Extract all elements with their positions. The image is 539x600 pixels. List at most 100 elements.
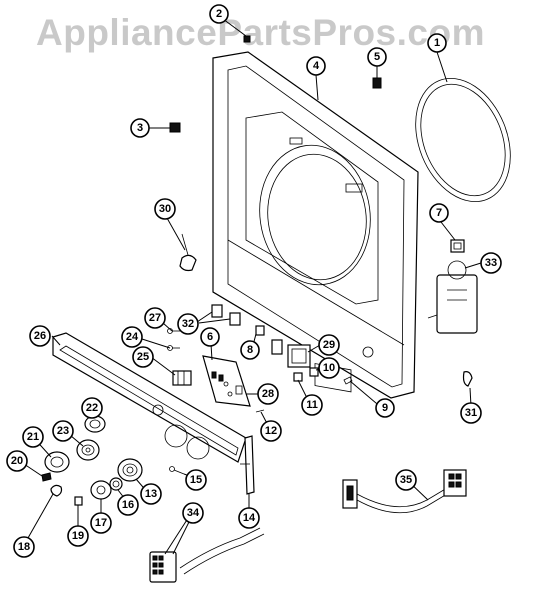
switch-25-drawing (172, 370, 192, 386)
callout-label: 25 (137, 351, 149, 363)
callout-label: 7 (436, 207, 442, 219)
callout-28[interactable]: 28 (257, 383, 279, 405)
console-26-drawing (52, 332, 247, 463)
callout-label: 32 (182, 318, 194, 330)
callout-22[interactable]: 22 (81, 397, 103, 419)
harness-35-drawing (342, 469, 467, 514)
board-6-drawing (202, 355, 251, 407)
screw-15-drawing (169, 466, 185, 475)
clip-19-drawing (74, 496, 83, 506)
callout-16[interactable]: 16 (117, 494, 139, 516)
callout-21[interactable]: 21 (22, 426, 44, 448)
callout-label: 6 (207, 331, 213, 343)
callout-12[interactable]: 12 (260, 420, 282, 442)
callout-6[interactable]: 6 (200, 327, 220, 347)
callout-label: 3 (137, 122, 143, 134)
callout-25[interactable]: 25 (132, 346, 154, 368)
callout-label: 20 (11, 455, 23, 467)
callout-17[interactable]: 17 (90, 512, 112, 534)
callout-27[interactable]: 27 (144, 307, 166, 329)
door-seal-ring-drawing (415, 78, 511, 202)
callout-label: 12 (265, 425, 277, 437)
callout-3[interactable]: 3 (130, 118, 150, 138)
callout-label: 29 (323, 339, 335, 351)
lamp-30-drawing (179, 233, 197, 272)
callout-label: 5 (374, 51, 380, 63)
clip-11-drawing (293, 372, 303, 382)
callout-8[interactable]: 8 (240, 340, 260, 360)
clip-5-drawing (372, 77, 382, 89)
callout-label: 1 (434, 37, 440, 49)
callout-1[interactable]: 1 (427, 33, 447, 53)
callout-label: 23 (57, 425, 69, 437)
callout-label: 27 (149, 312, 161, 324)
callout-label: 13 (145, 488, 157, 500)
knob-22-drawing (84, 415, 106, 433)
callout-15[interactable]: 15 (185, 469, 207, 491)
callouts: 2 1 4 5 3 30 7 33 27 32 26 24 6 8 25 29 … (6, 4, 502, 558)
callout-13[interactable]: 13 (140, 483, 162, 505)
callout-9[interactable]: 9 (375, 398, 395, 418)
callout-label: 10 (323, 362, 335, 374)
screw-2-drawing (243, 35, 251, 43)
cap-18-drawing (50, 484, 63, 497)
screw-9-drawing (343, 376, 353, 385)
knob-13-drawing (117, 458, 143, 482)
callout-label: 35 (400, 474, 412, 486)
callout-30[interactable]: 30 (154, 198, 176, 220)
button-32b-drawing (229, 312, 241, 326)
switch-7-drawing (450, 239, 465, 253)
callout-label: 33 (485, 257, 497, 269)
callout-18[interactable]: 18 (13, 536, 35, 558)
callout-label: 24 (126, 331, 139, 343)
callout-label: 9 (382, 402, 388, 414)
callout-11[interactable]: 11 (301, 394, 323, 416)
timer-33-drawing (427, 260, 478, 334)
callout-19[interactable]: 19 (67, 525, 89, 547)
part-drawings (41, 35, 511, 583)
callout-label: 28 (262, 388, 274, 400)
callout-label: 2 (216, 8, 222, 20)
callout-31[interactable]: 31 (460, 402, 482, 424)
callout-label: 31 (465, 407, 477, 419)
callout-2[interactable]: 2 (209, 4, 229, 24)
callout-32[interactable]: 32 (177, 313, 199, 335)
callout-10[interactable]: 10 (318, 357, 340, 379)
callout-33[interactable]: 33 (480, 252, 502, 274)
callout-34[interactable]: 34 (182, 502, 204, 524)
screw-12-drawing (255, 409, 265, 413)
clip-20-drawing (41, 472, 52, 482)
callout-26[interactable]: 26 (29, 325, 51, 347)
watermark-text: AppliancePartsPros.com (36, 12, 485, 53)
button-8-drawing (255, 325, 265, 336)
screw-24-drawing (167, 345, 180, 351)
callout-label: 18 (18, 541, 30, 553)
callout-label: 8 (247, 344, 253, 356)
switch-drawing (271, 339, 283, 355)
part-31-drawing (462, 371, 473, 387)
callout-23[interactable]: 23 (52, 420, 74, 442)
callout-24[interactable]: 24 (121, 326, 143, 348)
clip-10-drawing (309, 367, 319, 377)
callout-20[interactable]: 20 (6, 450, 28, 472)
callout-29[interactable]: 29 (318, 334, 340, 356)
harness-34-drawing (149, 527, 265, 583)
callout-label: 11 (306, 399, 318, 411)
trim-14-drawing (240, 435, 255, 495)
callout-label: 30 (159, 203, 171, 215)
callout-7[interactable]: 7 (429, 203, 449, 223)
callout-label: 26 (34, 330, 46, 342)
callout-label: 34 (187, 507, 200, 519)
callout-label: 22 (86, 402, 98, 414)
callout-4[interactable]: 4 (306, 56, 326, 76)
callout-5[interactable]: 5 (367, 47, 387, 67)
callout-label: 4 (313, 60, 320, 72)
callout-14[interactable]: 14 (238, 507, 260, 529)
switch-29-drawing (287, 344, 311, 368)
button-32a-drawing (211, 304, 223, 318)
callout-35[interactable]: 35 (395, 469, 417, 491)
front-panel-drawing (212, 51, 419, 399)
callout-label: 16 (122, 499, 134, 511)
screw-27-drawing (167, 328, 180, 334)
